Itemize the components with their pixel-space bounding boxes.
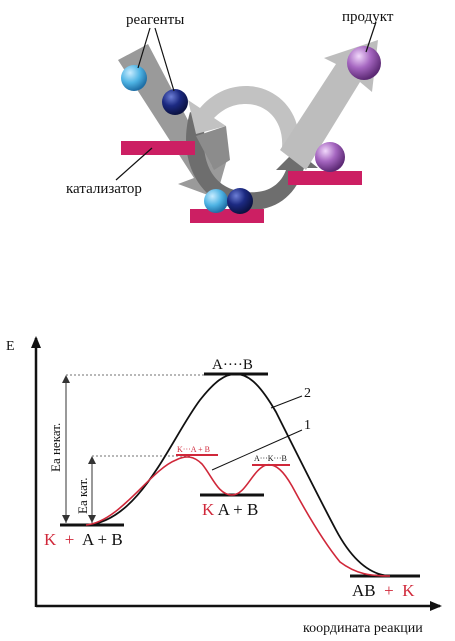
curve-uncat-number: 2 bbox=[304, 386, 311, 401]
uncatalyzed-curve bbox=[85, 373, 391, 577]
start-catalyst: K bbox=[44, 530, 57, 549]
cycle-left-arrow bbox=[196, 126, 230, 170]
ea-uncat-arrowhead-bottom bbox=[62, 515, 70, 523]
ea-cat-label: Ea кат. bbox=[75, 478, 90, 514]
curve-cat-number: 1 bbox=[304, 418, 311, 433]
reagent-a-molecule bbox=[121, 65, 147, 91]
catalyst-leader bbox=[115, 147, 153, 181]
reagent-leader-b bbox=[154, 27, 175, 92]
bound-product-molecule bbox=[315, 142, 345, 172]
y-axis-label: E bbox=[6, 339, 15, 354]
end-product: AB bbox=[352, 581, 376, 600]
reagent-b-molecule bbox=[162, 89, 188, 115]
product-label: продукт bbox=[342, 9, 394, 25]
intermediate-rest: A + B bbox=[218, 500, 259, 519]
catalyst-label: катализатор bbox=[66, 181, 142, 197]
x-axis-label: координата реакции bbox=[303, 621, 423, 636]
bound-reagent-a-molecule bbox=[204, 189, 228, 213]
reagents-label: реагенты bbox=[126, 12, 184, 28]
intermediate-catalyst: K bbox=[202, 500, 215, 519]
catalyst-bar-left bbox=[121, 141, 195, 155]
curve-uncat-leader bbox=[270, 395, 303, 409]
cycle-upper-arc bbox=[188, 86, 299, 150]
cycle-lower-arc bbox=[186, 112, 318, 211]
product-leader bbox=[365, 21, 377, 53]
energy-diagram: E координата реакции Ea некат. Ea кат. 2… bbox=[6, 336, 442, 636]
ts-uncat-label: A····B bbox=[212, 357, 253, 373]
start-label: K + A + B bbox=[44, 530, 123, 549]
ea-cat-arrowhead-top bbox=[88, 456, 96, 464]
start-plus: + bbox=[61, 530, 79, 549]
end-catalyst: K bbox=[402, 581, 415, 600]
intermediate-label: K A + B bbox=[202, 500, 258, 519]
curve-cat-leader bbox=[211, 429, 303, 471]
start-rest: A + B bbox=[82, 530, 123, 549]
ts-cat2-label: A···K···B bbox=[254, 454, 287, 463]
catalytic-cycle-diagram: реагенты продукт катализатор bbox=[66, 9, 394, 223]
ts-cat1-label: K···A + B bbox=[177, 445, 210, 454]
ea-uncat-arrowhead-top bbox=[62, 375, 70, 383]
catalyst-bar-right bbox=[288, 171, 362, 185]
catalyst-bar-bottom bbox=[190, 209, 264, 223]
ea-cat-arrowhead-bottom bbox=[88, 515, 96, 523]
catalyzed-curve bbox=[85, 456, 391, 577]
end-plus: + bbox=[380, 581, 398, 600]
product-molecule bbox=[347, 46, 381, 80]
end-label: AB + K bbox=[352, 581, 415, 600]
ea-uncat-label: Ea некат. bbox=[48, 423, 63, 472]
reagent-leader-a bbox=[137, 27, 151, 69]
bound-reagent-b-molecule bbox=[227, 188, 253, 214]
